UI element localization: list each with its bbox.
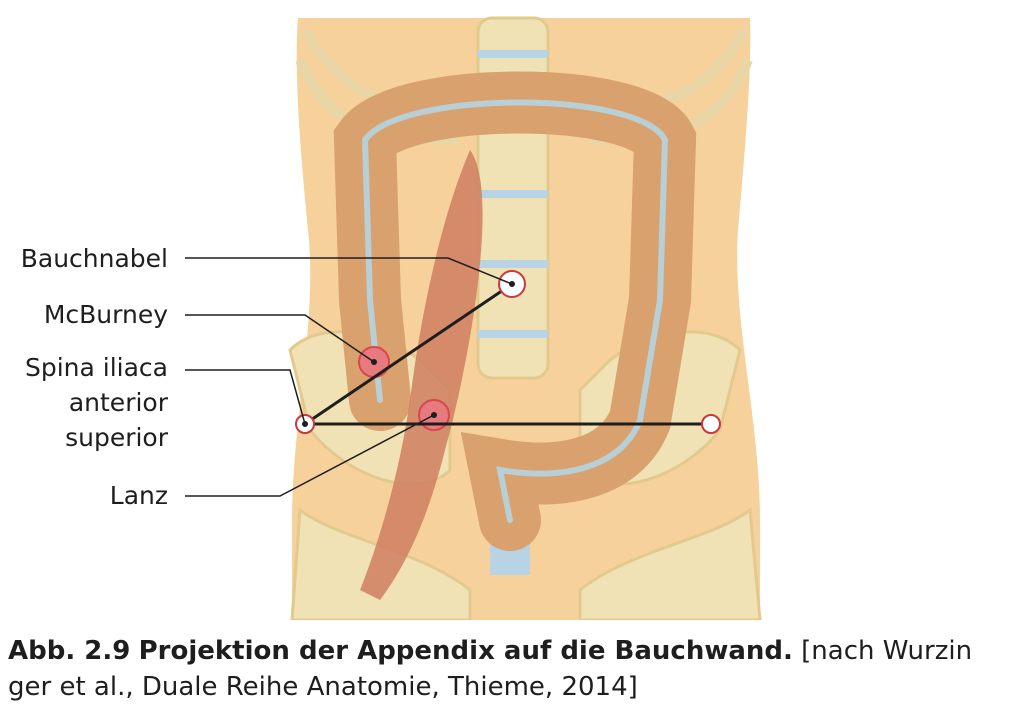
figure-caption: Abb. 2.9 Projektion der Appendix auf die…: [8, 633, 1018, 705]
label-mcburney: McBurney: [43, 300, 168, 329]
label-spina-line1: Spina iliaca: [24, 353, 168, 382]
label-spina-line3: superior: [65, 423, 168, 452]
left-asis-marker: [701, 414, 721, 434]
label-bauchnabel: Bauchnabel: [20, 244, 168, 273]
navel-dot: [509, 281, 515, 287]
label-spina-line2: anterior: [68, 388, 168, 417]
lanz-dot: [431, 412, 437, 418]
asis-dot: [302, 421, 308, 427]
label-lanz: Lanz: [109, 481, 168, 510]
reference-lines: [304, 282, 711, 426]
caption-number: Abb. 2.9: [8, 636, 131, 666]
caption-source-part1: [nach Wurzin: [792, 636, 973, 666]
anatomy-illustration: [185, 16, 762, 620]
label-spina-iliaca: Spina iliaca anterior superior: [25, 350, 168, 455]
mcburney-dot: [371, 359, 377, 365]
psoas-muscle: [360, 150, 483, 600]
colon: [333, 71, 697, 551]
leader-lines: [185, 257, 513, 497]
caption-source-part2: ger et al., Duale Reihe Anatomie, Thieme…: [8, 672, 638, 702]
caption-title: Projektion der Appendix auf die Bauchwan…: [138, 636, 793, 666]
